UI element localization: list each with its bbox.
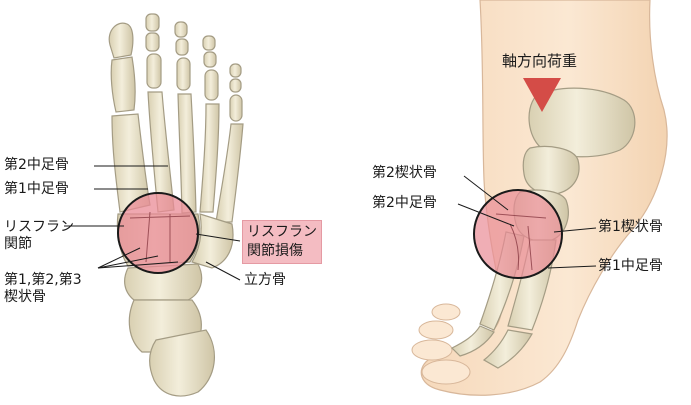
metatarsal-4-bone [200, 104, 219, 212]
label-metatarsal-1-right: 第1中足骨 [598, 258, 663, 275]
toe-skin-3 [419, 321, 453, 339]
label-axial-load: 軸方向荷重 [502, 53, 577, 70]
navicular-medial [523, 147, 579, 195]
toe2-middle [146, 33, 159, 51]
toe5-distal [230, 64, 241, 77]
label-lisfranc-joint: リスフラン 関節 [4, 219, 74, 253]
hallux-proximal-phalanx [111, 57, 135, 112]
label-cuneiforms: 第1,第2,第3 楔状骨 [4, 272, 82, 306]
toe4-proximal [205, 70, 218, 100]
toe3-middle [176, 39, 188, 55]
toe-skin-2 [412, 340, 452, 360]
label-cuboid: 立方骨 [244, 272, 286, 289]
toe5-proximal [230, 95, 242, 121]
label-metatarsal-2-right: 第2中足骨 [372, 195, 437, 212]
metatarsal-3-bone [178, 94, 196, 213]
calcaneus-bone [150, 330, 215, 396]
lisfranc-highlight-left [118, 193, 198, 273]
label-intermediate-cuneiform: 第2楔状骨 [372, 165, 437, 182]
toe3-distal [175, 22, 187, 37]
toe4-middle [204, 52, 216, 67]
metatarsal-5-bone [216, 124, 243, 222]
toe4-distal [203, 36, 215, 50]
lisfranc-highlight-right [474, 190, 562, 278]
toe3-proximal [177, 58, 190, 90]
toe2-proximal [147, 54, 161, 88]
toe-skin-1 [422, 360, 470, 384]
label-metatarsal-2-left: 第2中足骨 [4, 157, 69, 174]
toe5-middle [230, 79, 241, 92]
label-lisfranc-injury: リスフラン 関節損傷 [242, 220, 322, 264]
toe2-distal [146, 14, 159, 31]
hallux-distal-phalanx [109, 23, 133, 58]
label-metatarsal-1-left: 第1中足骨 [4, 181, 69, 198]
toe-skin-4 [432, 304, 460, 320]
label-medial-cuneiform: 第1楔状骨 [598, 219, 663, 236]
